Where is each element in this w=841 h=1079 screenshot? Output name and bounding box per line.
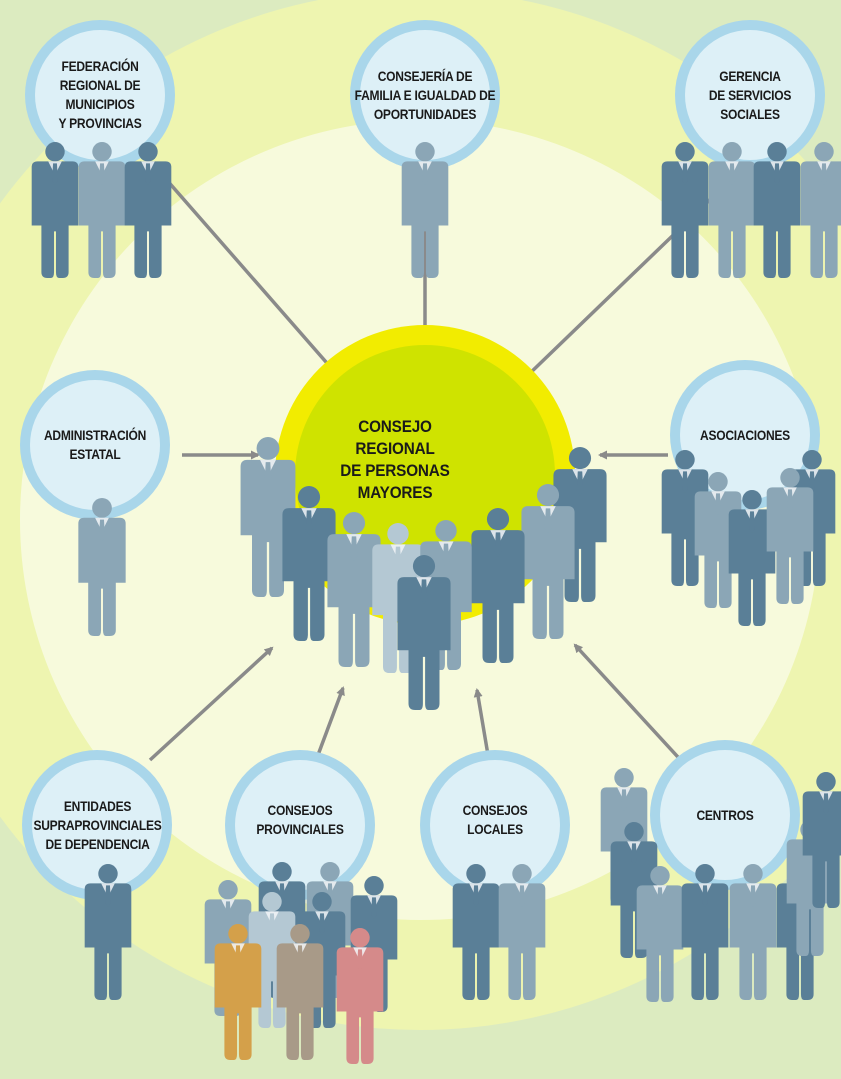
person-figure-34	[276, 924, 324, 1060]
person-figure-17	[282, 486, 336, 641]
person-figure-33	[214, 924, 262, 1060]
node-disc-consejos-provinciales	[235, 760, 365, 890]
arrow-consejos-locales	[473, 688, 490, 756]
person-figure-15	[240, 437, 296, 597]
node-label-federacion: FEDERACIÓN REGIONAL DE MUNICIPIOS Y PROV…	[58, 58, 142, 131]
person-figure-23	[397, 555, 451, 710]
arrow-centros	[573, 643, 690, 770]
node-label-gerencia: GERENCIA DE SERVICIOS SOCIALES	[708, 67, 792, 122]
person-figure-25	[452, 864, 500, 1000]
node-label-administracion: ADMINISTRACIÓN ESTATAL	[43, 427, 147, 462]
node-disc-consejos-locales	[430, 760, 560, 890]
arrow-federacion	[163, 176, 342, 380]
node-label-centros: CENTROS	[696, 806, 754, 823]
person-figure-39	[681, 864, 729, 1000]
node-label-consejos-provinciales: CONSEJOS PROVINCIALES	[256, 802, 344, 837]
person-figure-24	[84, 864, 132, 1000]
node-label-entidades: ENTIDADES SUPRAPROVINCIALES DE DEPENDENC…	[33, 797, 162, 852]
person-figure-40	[729, 864, 777, 1000]
arrow-entidades	[148, 646, 274, 762]
person-figure-19	[327, 512, 381, 667]
center-node-label: CONSEJO REGIONAL DE PERSONAS MAYORES	[340, 417, 450, 502]
node-label-asociaciones: ASOCIACIONES	[700, 426, 790, 443]
person-figure-38	[636, 866, 684, 1002]
person-figure-9	[78, 498, 126, 636]
node-disc-consejeria	[360, 30, 490, 160]
node-label-consejos-locales: CONSEJOS LOCALES	[462, 802, 528, 837]
person-figure-35	[336, 928, 384, 1064]
person-figure-5	[661, 142, 709, 278]
node-disc-entidades	[32, 760, 162, 890]
person-figure-18	[521, 484, 575, 639]
person-figure-3	[124, 142, 172, 278]
person-figure-43	[802, 772, 841, 909]
person-figure-26	[498, 864, 546, 1000]
person-figure-1	[31, 142, 79, 278]
arrow-consejos-provinciales	[316, 686, 345, 756]
node-disc-federacion	[35, 30, 165, 160]
node-disc-administracion	[30, 380, 160, 510]
person-figure-6	[708, 142, 756, 278]
node-disc-gerencia	[685, 30, 815, 160]
node-disc-centros	[660, 750, 790, 880]
person-figure-7	[753, 142, 801, 278]
node-disc-asociaciones	[680, 370, 810, 500]
person-figure-13	[728, 490, 776, 626]
person-figure-20	[471, 508, 525, 663]
person-figure-8	[800, 142, 841, 279]
person-figure-4	[401, 142, 449, 278]
node-label-consejeria: CONSEJERÍA DE FAMILIA E IGUALDAD DE OPOR…	[354, 67, 496, 122]
person-figure-2	[78, 142, 126, 278]
person-figure-14	[766, 468, 814, 604]
